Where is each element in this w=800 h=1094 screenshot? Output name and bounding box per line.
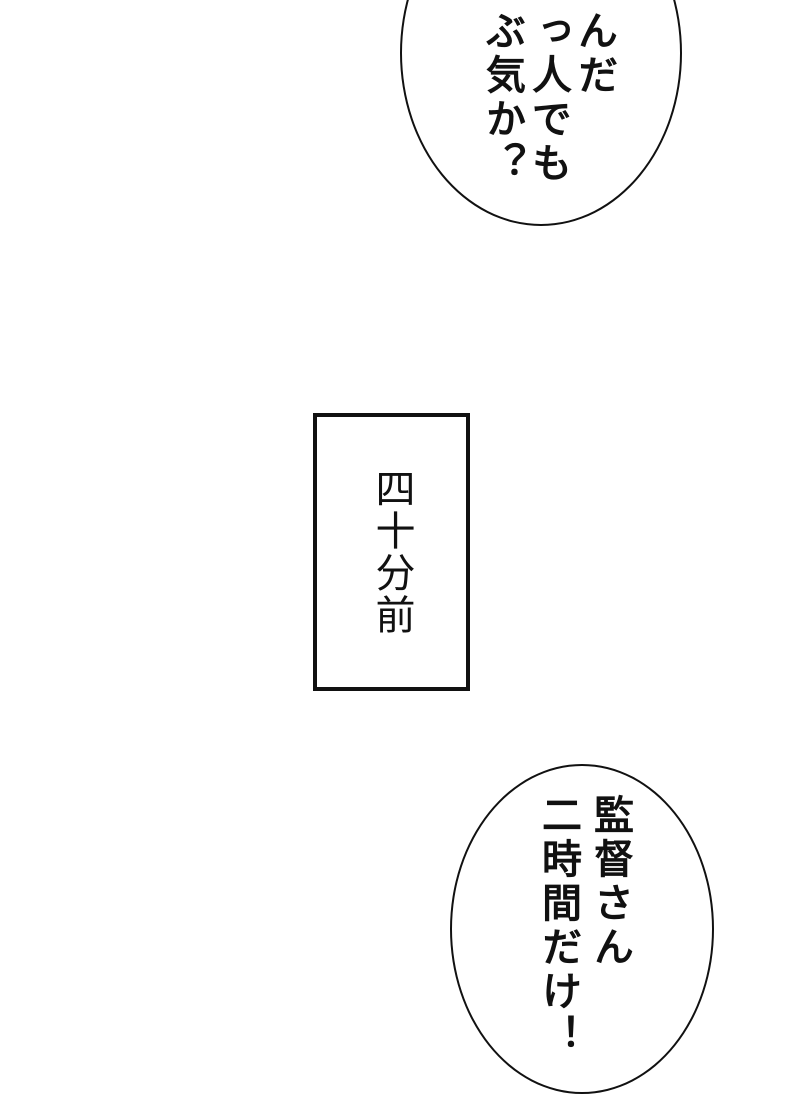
speech-bubble-bottom: 監督さん 二時間だけ！ [450, 764, 714, 1094]
speech-line: 二時間だけ！ [535, 794, 581, 1058]
speech-line: ぶ気か？ [479, 10, 525, 186]
narration-caption-text: 四十分前 [368, 468, 415, 636]
narration-caption-box: 四十分前 [313, 413, 470, 691]
speech-line: んだ [571, 10, 617, 98]
speech-line: っ人でも [525, 10, 571, 186]
speech-bubble-top: んだ っ人でも ぶ気か？ [400, 0, 682, 226]
speech-line: 監督さん [587, 794, 633, 970]
